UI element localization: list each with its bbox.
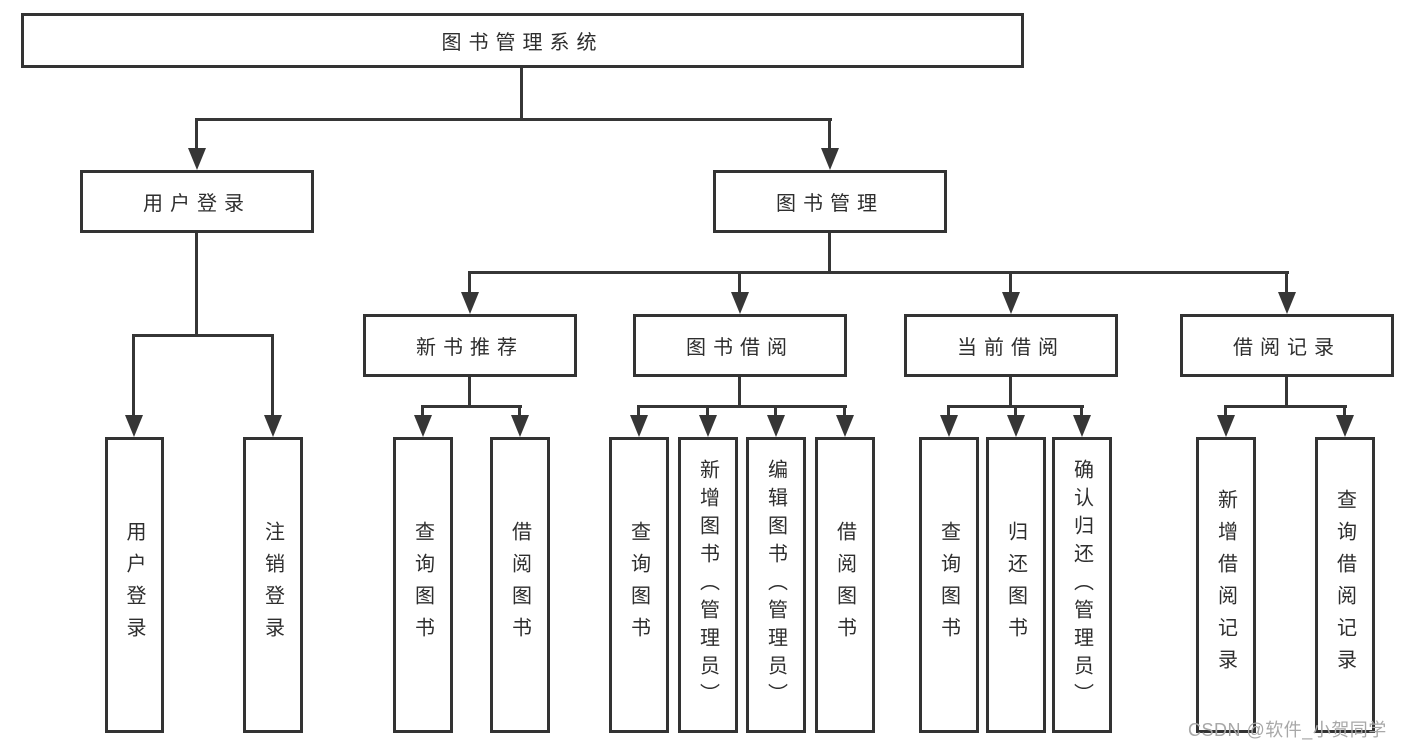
edge-book-borrowing-split <box>637 405 847 408</box>
arrow-user-login <box>188 148 206 170</box>
edge-borrow-records-split <box>1224 405 1347 408</box>
arrow-book-borrowing <box>731 292 749 314</box>
leaf-search-borrow-record-label: 查询借阅记录 <box>1333 489 1356 681</box>
arrow-bb3 <box>767 415 785 437</box>
arrow-br2 <box>1336 415 1354 437</box>
leaf-user-login-label: 用户登录 <box>123 521 145 649</box>
edge-drop-nb2 <box>518 405 521 417</box>
node-user-login: 用户登录 <box>80 170 314 233</box>
leaf-confirm-return-admin-label: 确认归还（管理员） <box>1070 459 1093 711</box>
leaf-search-books-borrowing: 查询图书 <box>609 437 669 733</box>
leaf-logout: 注销登录 <box>243 437 303 733</box>
node-book-borrowing: 图书借阅 <box>633 314 847 377</box>
edge-level3-split <box>468 271 1289 274</box>
leaf-search-borrow-record: 查询借阅记录 <box>1315 437 1375 733</box>
arrow-bb2 <box>699 415 717 437</box>
leaf-edit-book-admin: 编辑图书（管理员） <box>746 437 806 733</box>
edge-drop-book-borrowing <box>738 271 741 294</box>
edge-current-borrowing-stem <box>1009 377 1012 407</box>
leaf-return-book-label: 归还图书 <box>1004 521 1027 649</box>
leaf-user-login: 用户登录 <box>105 437 164 733</box>
edge-drop-current-borrowing <box>1009 271 1012 294</box>
arrow-leaf-logout <box>264 415 282 437</box>
edge-drop-bb4 <box>843 405 846 417</box>
edge-drop-nb1 <box>421 405 424 417</box>
edge-drop-br2 <box>1343 405 1346 417</box>
edge-root-stem <box>520 68 523 120</box>
leaf-logout-label: 注销登录 <box>261 521 284 649</box>
edge-drop-cb2 <box>1014 405 1017 417</box>
leaf-search-books-borrowing-label: 查询图书 <box>627 521 650 649</box>
csdn-watermark: CSDN @软件_小贺同学 <box>1188 720 1387 740</box>
arrow-nb1 <box>414 415 432 437</box>
edge-new-book-split <box>421 405 522 408</box>
arrow-leaf-user-login <box>125 415 143 437</box>
node-current-borrowing: 当前借阅 <box>904 314 1118 377</box>
edge-root-split <box>195 118 832 121</box>
edge-drop-book-management <box>828 118 831 150</box>
edge-drop-bb2 <box>706 405 709 417</box>
arrow-current-borrowing <box>1002 292 1020 314</box>
arrow-book-management <box>821 148 839 170</box>
edge-drop-cb3 <box>1080 405 1083 417</box>
leaf-add-borrow-record: 新增借阅记录 <box>1196 437 1256 733</box>
arrow-cb3 <box>1073 415 1091 437</box>
arrow-nb2 <box>511 415 529 437</box>
arrow-bb4 <box>836 415 854 437</box>
arrow-cb2 <box>1007 415 1025 437</box>
node-borrow-records: 借阅记录 <box>1180 314 1394 377</box>
edge-drop-cb1 <box>947 405 950 417</box>
arrow-borrow-records <box>1278 292 1296 314</box>
edge-drop-bb3 <box>774 405 777 417</box>
leaf-borrow-books-recommend: 借阅图书 <box>490 437 550 733</box>
leaf-add-borrow-record-label: 新增借阅记录 <box>1214 489 1237 681</box>
node-root: 图书管理系统 <box>21 13 1024 68</box>
edge-new-book-stem <box>468 377 471 407</box>
leaf-edit-book-admin-label: 编辑图书（管理员） <box>764 459 787 711</box>
arrow-new-book <box>461 292 479 314</box>
leaf-search-books-current: 查询图书 <box>919 437 979 733</box>
arrow-bb1 <box>630 415 648 437</box>
edge-book-borrowing-stem <box>738 377 741 407</box>
leaf-return-book: 归还图书 <box>986 437 1046 733</box>
edge-drop-br1 <box>1224 405 1227 417</box>
edge-user-login-split <box>132 334 274 337</box>
edge-user-login-stem <box>195 233 198 336</box>
node-new-book-recommend: 新书推荐 <box>363 314 577 377</box>
leaf-borrow-books-recommend-label: 借阅图书 <box>508 521 531 649</box>
edge-drop-leaf-user-login <box>132 334 135 417</box>
leaf-confirm-return-admin: 确认归还（管理员） <box>1052 437 1112 733</box>
edge-borrow-records-stem <box>1285 377 1288 407</box>
edge-drop-borrow-records <box>1285 271 1288 294</box>
edge-drop-bb1 <box>637 405 640 417</box>
leaf-search-books-recommend: 查询图书 <box>393 437 453 733</box>
arrow-cb1 <box>940 415 958 437</box>
arrow-br1 <box>1217 415 1235 437</box>
leaf-add-book-admin: 新增图书（管理员） <box>678 437 738 733</box>
leaf-borrow-books: 借阅图书 <box>815 437 875 733</box>
edge-book-management-stem <box>828 233 831 273</box>
edge-drop-user-login <box>195 118 198 150</box>
leaf-search-books-recommend-label: 查询图书 <box>411 521 434 649</box>
node-book-management: 图书管理 <box>713 170 947 233</box>
leaf-search-books-current-label: 查询图书 <box>937 521 960 649</box>
leaf-add-book-admin-label: 新增图书（管理员） <box>696 459 719 711</box>
leaf-borrow-books-label: 借阅图书 <box>833 521 856 649</box>
edge-drop-new-book <box>468 271 471 294</box>
edge-drop-leaf-logout <box>271 334 274 417</box>
